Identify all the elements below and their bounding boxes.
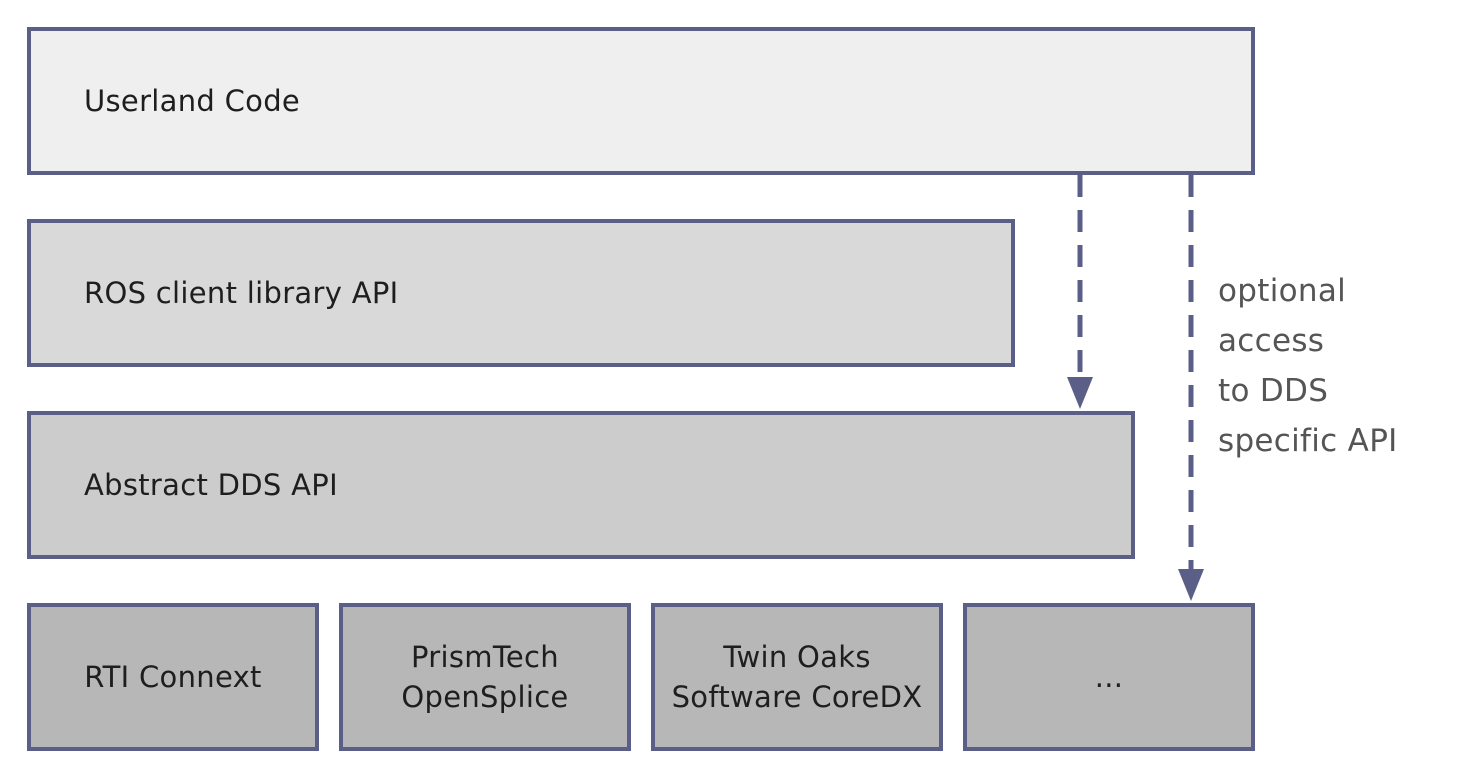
- more-implementations-label: ...: [1094, 660, 1124, 694]
- prismtech-opensplice-box: PrismTech OpenSplice: [339, 603, 631, 751]
- ros-client-library-api-layer: ROS client library API: [27, 219, 1015, 367]
- twin-oaks-coredx-label: Twin Oaks Software CoreDX: [671, 640, 923, 714]
- abstract-dds-api-label: Abstract DDS API: [84, 468, 338, 502]
- ros-client-library-api-label: ROS client library API: [84, 276, 399, 310]
- rti-connext-box: RTI Connext: [27, 603, 319, 751]
- arrowhead-to-implementations: [1178, 569, 1204, 601]
- arrowhead-to-dds-api: [1067, 377, 1093, 409]
- more-implementations-box: ...: [963, 603, 1255, 751]
- arrow-to-dds-specific-api: [1178, 175, 1204, 601]
- userland-code-layer: Userland Code: [27, 27, 1255, 175]
- prismtech-opensplice-label: PrismTech OpenSplice: [401, 640, 569, 714]
- optional-access-annotation: optional access to DDS specific API: [1218, 273, 1398, 459]
- arrow-to-abstract-dds-api: [1067, 175, 1093, 409]
- abstract-dds-api-layer: Abstract DDS API: [27, 411, 1135, 559]
- userland-code-label: Userland Code: [84, 84, 301, 118]
- twin-oaks-coredx-box: Twin Oaks Software CoreDX: [651, 603, 943, 751]
- rti-connext-label: RTI Connext: [84, 660, 262, 694]
